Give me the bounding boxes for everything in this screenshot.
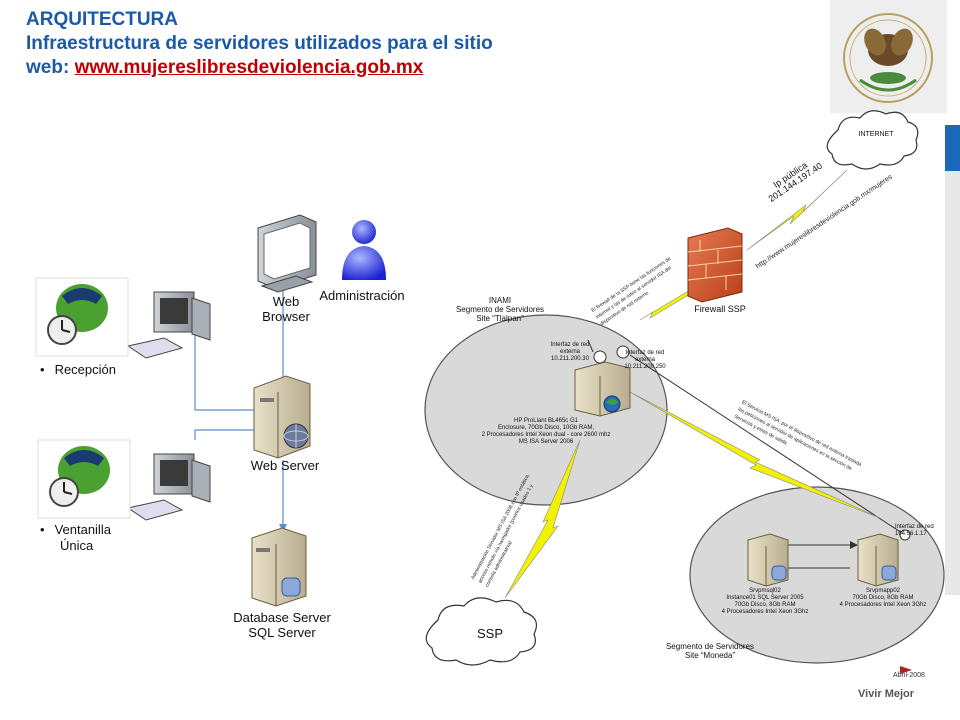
ssp-cloud-icon	[425, 597, 537, 666]
interface-ext-1-line3: 10.211.200.30	[551, 356, 589, 362]
srvpmsql02-spec: Srvpmsql02 Instance01 SQL Server 2005 70…	[710, 588, 820, 616]
inami-label-line3: Site “Tlalpan”	[476, 314, 524, 323]
administracion-label: Administración	[319, 288, 405, 303]
administrator-person-icon	[342, 220, 386, 280]
moneda-label-line2: Site “Moneda”	[684, 651, 736, 660]
inami-label-line1: INAMI	[488, 296, 512, 305]
web-server-label: Web Server	[250, 458, 320, 473]
hp-spec-line3: 2 Procesadores Intel Xeon dual - core 26…	[481, 432, 611, 438]
ventanilla-label: Ventanilla	[40, 522, 111, 537]
interface-ext-2-line1: Interfaz de red	[625, 350, 665, 356]
hp-spec-line4: MS ISA Server 2006	[518, 439, 574, 445]
hp-spec-line2: Enclosure, 70Gb Disco, 10Gb RAM,	[497, 425, 595, 431]
web-server-icon	[253, 375, 311, 459]
interface-ext-2-line3: 10.211.200.250	[624, 364, 666, 370]
database-server-icon	[251, 527, 307, 607]
interface-moneda-line2: 164.56.1.17	[895, 531, 927, 537]
isa-server-icon	[574, 345, 631, 417]
moneda-label-line1: Segmento de Servidores	[665, 642, 755, 651]
firewall-label: Firewall SSP	[694, 304, 746, 314]
slide-title: ARQUITECTURA Infraestructura de servidor…	[26, 8, 626, 80]
ssp-label: SSP	[476, 626, 503, 641]
title-web-prefix: web:	[26, 57, 75, 78]
web-browser-label-line2: Browser	[262, 309, 310, 324]
footer-date: Abril-2008	[893, 672, 925, 679]
inami-label-line2: Segmento de Servidores	[455, 305, 545, 314]
recepcion-workstation-icon	[126, 291, 211, 359]
link-bolts	[504, 169, 881, 599]
firewall-icon	[687, 227, 743, 303]
title-heading: ARQUITECTURA	[26, 9, 178, 30]
web-browser-label: Web Browser	[246, 294, 326, 324]
moneda-segment-label: Segmento de Servidores Site “Moneda”	[640, 642, 780, 660]
interface-moneda-label: Interfaz de red 164.56.1.17	[895, 524, 955, 538]
srvpmapp02-server-icon	[857, 529, 911, 587]
title-subheading: Infraestructura de servidores utilizados…	[26, 33, 493, 54]
srv1-line4: 4 Procesadores Intel Xeon 3Ghz	[721, 609, 809, 615]
internet-label: INTERNET	[858, 131, 894, 138]
interface-ext-1-label: Interfaz de red externa 10.211.200.30	[535, 342, 605, 363]
left-connectors	[194, 290, 284, 530]
interface-ext-1-line1: Interfaz de red	[550, 342, 590, 348]
srv2-line1: Srvpmapp02	[865, 588, 901, 594]
internet-cloud-icon	[826, 110, 919, 170]
srv1-line1: Srvpmsql02	[749, 588, 781, 594]
interface-moneda-line1: Interfaz de red	[895, 524, 934, 530]
database-server-label-line1: Database Server	[233, 610, 331, 625]
footer-logo-mark	[900, 666, 912, 674]
side-accent-tab[interactable]	[945, 125, 960, 171]
interface-ext-2-label: Interfaz de red externa 10.211.200.250	[610, 350, 680, 371]
srv2-line2: 70Gb Disco, 8Gb RAM	[852, 595, 914, 601]
web-browser-label-line1: Web	[272, 294, 300, 309]
web-browser-monitor-icon	[257, 214, 317, 293]
srv1-line3: 70Gb Disco, 8Gb RAM	[734, 602, 796, 608]
website-link[interactable]: www.mujereslibresdeviolencia.gob.mx	[74, 57, 424, 78]
hp-proliant-spec: HP ProLiant BL465c G1 Enclosure, 70Gb Di…	[456, 418, 636, 446]
database-server-label-line2: SQL Server	[248, 625, 316, 640]
ventanilla-label-line2: Única	[60, 538, 94, 553]
srv2-line3: 4 Procesadores Intel Xeon 3Ghz	[839, 602, 927, 608]
ventanilla-clock-phone-icon	[37, 439, 131, 519]
recepcion-label: Recepción	[40, 362, 116, 377]
title-website-line: web: www.mujereslibresdeviolencia.gob.mx	[26, 56, 626, 80]
srv1-line2: Instance01 SQL Server 2005	[726, 595, 804, 601]
database-server-label: Database Server SQL Server	[222, 610, 342, 640]
interface-ext-2-line2: externa	[634, 357, 655, 363]
recepcion-clock-phone-icon	[35, 277, 129, 357]
ventanilla-workstation-icon	[126, 453, 211, 521]
interface-ext-1-line2: externa	[559, 349, 580, 355]
srvpmsql02-server-icon	[747, 533, 789, 587]
side-scroll-track	[945, 125, 960, 595]
hp-spec-line1: HP ProLiant BL465c G1	[514, 418, 578, 424]
mexico-coat-of-arms-logo	[830, 0, 947, 113]
ventanilla-label-line1: Ventanilla	[54, 522, 111, 537]
moneda-segment-ellipse	[689, 486, 945, 664]
srvpmapp02-spec: Srvpmapp02 70Gb Disco, 8Gb RAM 4 Procesa…	[828, 588, 938, 609]
inami-label: INAMI Segmento de Servidores Site “Tlalp…	[450, 296, 550, 323]
footer-brand: Vivir Mejor	[858, 688, 915, 700]
